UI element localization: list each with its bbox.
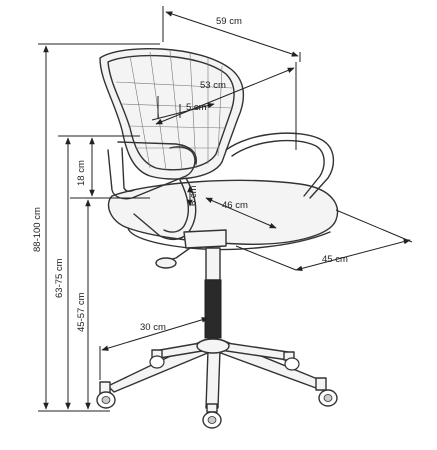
caster: [149, 349, 165, 369]
dimension-lines: 59 cm 53 cm 5 cm 46 cm 45 cm: [32, 6, 413, 412]
dim-armrest-floor-height: 63-75 cm: [54, 137, 71, 410]
dim-armrest-height: 18 cm: [58, 135, 150, 199]
dim-label-backrest-width: 53 cm: [200, 80, 226, 91]
dim-label-armrest-width: 5 cm: [186, 102, 207, 113]
armrest-left: [107, 141, 197, 241]
dim-label-seat-width: 45 cm: [322, 254, 348, 265]
mechanism: [155, 229, 227, 269]
dim-seat-height: 45-57 cm: [76, 199, 91, 410]
dim-label-seat-height: 45-57 cm: [76, 292, 87, 332]
dim-label-armrest-floor-height: 63-75 cm: [54, 258, 65, 298]
armrest-right: [225, 132, 335, 199]
dim-seat-width: 45 cm: [235, 209, 413, 272]
dim-armrest-width: 5 cm: [151, 96, 215, 121]
dim-seat-thickness: 6 cm: [187, 185, 199, 207]
star-base: [107, 338, 321, 409]
casters: [96, 349, 338, 429]
dim-label-total-height: 88-100 cm: [32, 207, 43, 252]
caster: [96, 381, 116, 409]
dim-label-width-top: 59 cm: [216, 16, 242, 27]
dim-total-height: 88-100 cm: [32, 43, 160, 412]
chair-drawing: [96, 48, 339, 429]
caster: [315, 377, 338, 407]
dim-backrest-width: 53 cm: [155, 62, 297, 150]
dim-base-radius: 30 cm: [99, 317, 209, 380]
dim-label-armrest-height: 18 cm: [76, 160, 87, 186]
dim-label-seat-thickness: 6 cm: [188, 185, 199, 206]
dim-label-seat-depth: 46 cm: [222, 200, 248, 211]
dim-width-top: 59 cm: [162, 6, 301, 62]
caster: [202, 403, 222, 429]
backrest: [99, 48, 245, 180]
caster: [283, 351, 300, 371]
dim-label-base-radius: 30 cm: [140, 322, 166, 333]
dim-seat-depth: 46 cm: [205, 197, 277, 229]
gas-cylinder: [204, 247, 222, 339]
